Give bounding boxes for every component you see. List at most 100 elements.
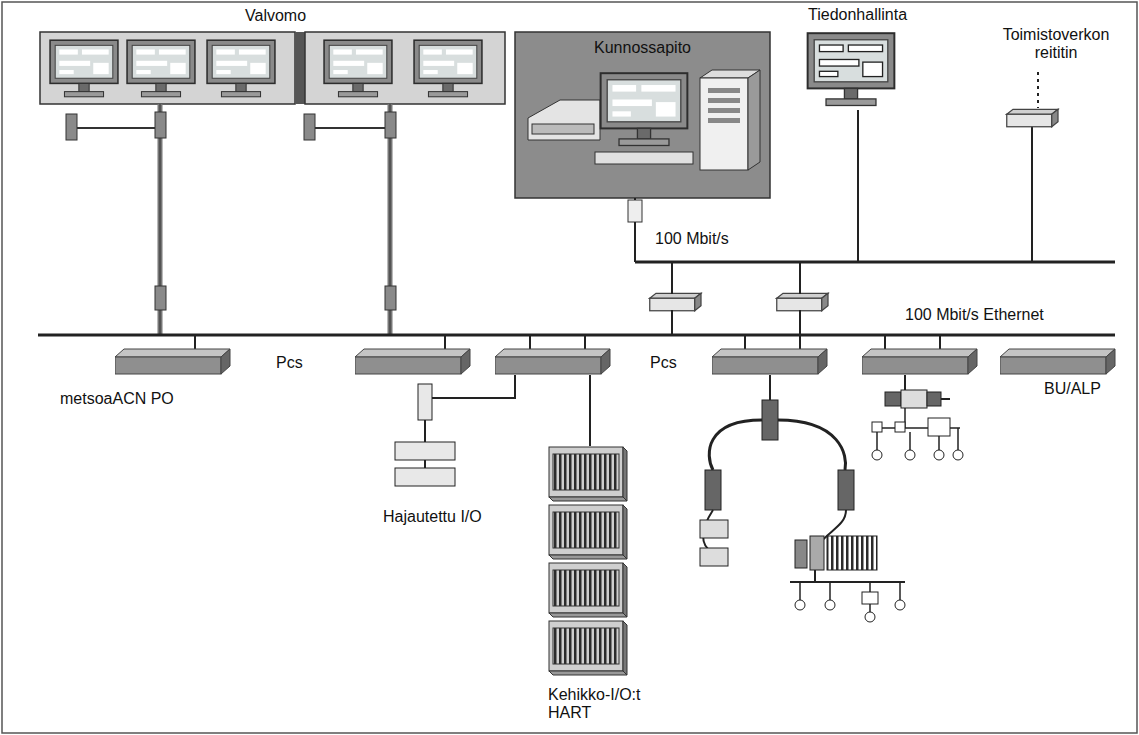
ethernet-bus (38, 335, 1115, 350)
rack-io (549, 375, 627, 675)
ring-fieldbus-part (899, 582, 901, 600)
fieldbus-devices (872, 375, 963, 460)
control-room-panel (40, 32, 505, 104)
ethernet-bus-part (529, 335, 531, 350)
ring-fieldbus-part (709, 420, 762, 470)
upper-network-part (671, 262, 673, 294)
ring-fieldbus-part (869, 582, 871, 592)
part-label: Tiedonhallinta (808, 6, 907, 24)
process-controllers-part (862, 349, 977, 374)
ring-fieldbus-part (795, 540, 807, 568)
upper-network-part (671, 310, 673, 335)
maintenance-workstation-part (515, 32, 770, 198)
operator-cables-part (385, 286, 396, 310)
process-controllers-part (495, 349, 610, 374)
upper-network-part (634, 198, 636, 200)
ring-fieldbus-part (869, 604, 871, 612)
ethernet-bus-part (38, 334, 1115, 337)
control-room: Valvomo (40, 32, 295, 104)
fieldbus-devices-part (938, 436, 940, 450)
operator-cables-part (155, 286, 166, 310)
ring-fieldbus-part (790, 581, 905, 583)
ring-fieldbus-part (700, 548, 728, 566)
rack-io-part (549, 447, 627, 501)
part-label: metsoaACN PO (60, 390, 174, 408)
fieldbus-devices-part (953, 450, 963, 460)
fieldbus-devices-part (957, 428, 959, 450)
ring-fieldbus-part (762, 400, 778, 440)
upper-network-part (1007, 109, 1058, 127)
fieldbus-devices-part (876, 432, 878, 450)
ring-fieldbus-part (895, 600, 905, 610)
maintenance-workstation-part (595, 152, 693, 164)
part-label: Toimistoverkon reititin (992, 26, 1120, 62)
ring-fieldbus-part (778, 420, 846, 470)
operator-cables-part (310, 127, 390, 129)
fieldbus-devices-part (941, 398, 950, 400)
rack-io-part (549, 621, 627, 675)
node-label: Valvomo (245, 6, 306, 25)
maintenance-workstation-part (601, 73, 688, 145)
ring-fieldbus-part (814, 570, 816, 582)
distributed-io-part (432, 375, 515, 398)
distributed-io-part (418, 384, 432, 420)
ring-fieldbus-part (862, 592, 878, 604)
maintenance-workstation-part (708, 118, 740, 123)
ring-fieldbus-part (700, 520, 728, 538)
part-label: Pcs (650, 354, 677, 372)
upper-network-part (1037, 72, 1039, 108)
operator-cables (66, 104, 396, 335)
control-room-panel-part (127, 40, 195, 97)
fieldbus-devices-part (927, 392, 941, 406)
ring-fieldbus-part (829, 582, 831, 600)
part-label: Kehikko-I/O:t HART (548, 686, 660, 722)
operator-cables-part (304, 114, 315, 140)
part-label: 100 Mbit/s (655, 230, 729, 248)
ethernet-bus-part (194, 335, 196, 350)
distributed-io-part (424, 420, 426, 442)
control-room-panel-part (414, 40, 482, 97)
ring-fieldbus (700, 375, 905, 622)
fieldbus-devices-part (885, 392, 901, 406)
ring-fieldbus-part (827, 536, 877, 570)
distributed-io-part (395, 468, 455, 486)
fieldbus-devices-part (934, 450, 944, 460)
ring-fieldbus-part (810, 536, 824, 570)
maintenance-station: Kunnossapito (515, 32, 770, 198)
fieldbus-devices-part (872, 422, 882, 432)
fieldbus-devices-part (895, 422, 905, 432)
control-room-panel-part (295, 32, 305, 104)
upper-network-part (799, 310, 801, 335)
fieldbus-devices-part (904, 375, 906, 392)
distributed-io-part (424, 460, 426, 468)
upper-network-part (777, 293, 828, 311)
ring-fieldbus-part (795, 600, 805, 610)
operator-cables-part (155, 112, 166, 138)
upper-network-part (628, 200, 642, 222)
maintenance-workstation-part (532, 124, 594, 134)
maintenance-workstation-part (748, 70, 760, 170)
operator-cables-part (385, 112, 396, 138)
ethernet-bus-part (939, 335, 941, 350)
control-room-panel-part (40, 32, 295, 104)
part-label: BU/ALP (1044, 380, 1101, 398)
operator-cables-part (66, 114, 77, 140)
maintenance-workstation (515, 32, 770, 198)
rack-io-part (549, 563, 627, 617)
upper-network (628, 33, 1115, 335)
maintenance-workstation-part (528, 100, 600, 140)
process-controllers-part (115, 349, 230, 374)
upper-network-part (808, 33, 895, 105)
upper-network-part (635, 261, 1115, 264)
part-label: Hajautettu I/O (383, 508, 482, 526)
fieldbus-devices-part (872, 450, 882, 460)
control-room-panel-part (50, 40, 118, 97)
rack-io-part (589, 375, 591, 446)
ring-fieldbus-part (705, 470, 721, 510)
control-room-panel-part (305, 32, 505, 104)
upper-network-part (1031, 126, 1033, 262)
